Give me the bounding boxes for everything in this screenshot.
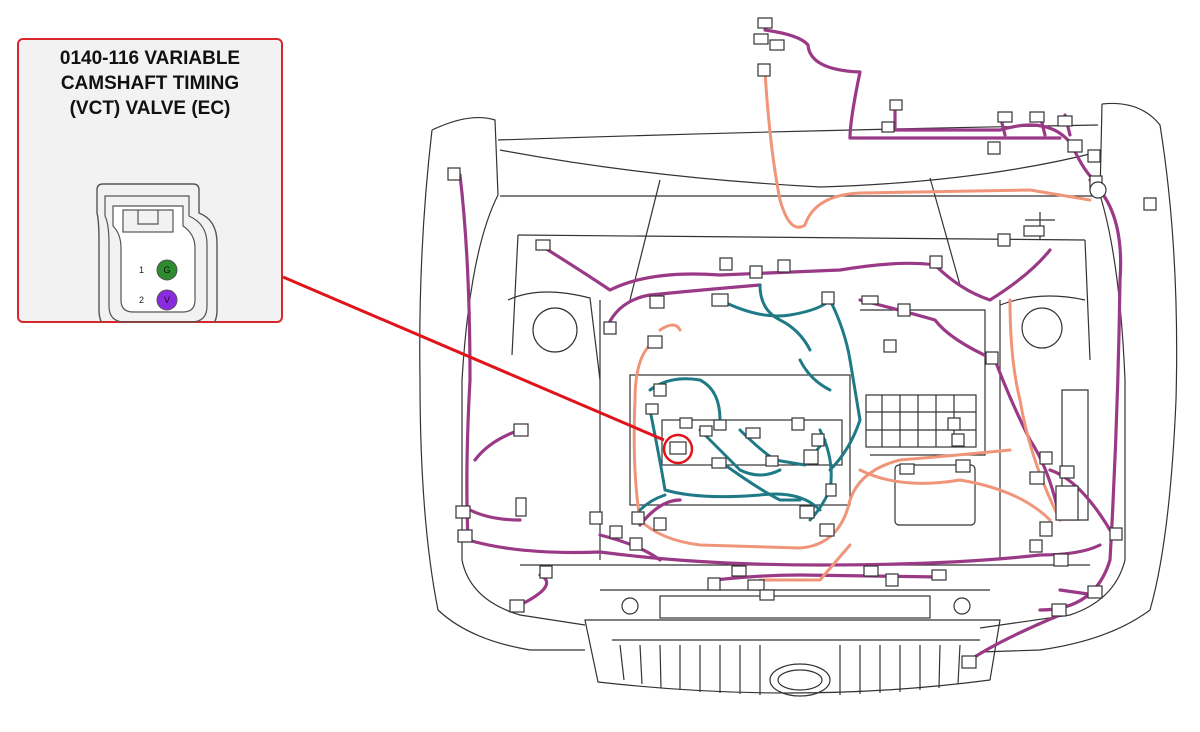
grille-emblem (769, 663, 831, 697)
pin-1-terminal (156, 259, 178, 281)
pin-2-wire-color: V (164, 295, 170, 305)
connector-callout: 0140-116 VARIABLE CAMSHAFT TIMING (VCT) … (17, 38, 283, 323)
harness-connectors (447, 17, 1157, 669)
pin-2-terminal (156, 289, 178, 311)
vct-valve-connector (669, 441, 687, 455)
pin-2-number: 2 (139, 295, 144, 305)
engine-harness (638, 283, 862, 522)
connector-face-view: 1 G 2 V (96, 183, 218, 323)
pin-1-number: 1 (139, 265, 144, 275)
pin-1-wire-color: G (163, 265, 170, 275)
callout-leader-line (282, 275, 665, 442)
vct-valve-highlight-circle (662, 433, 694, 465)
grille-slats (619, 644, 961, 695)
secondary-harness (632, 70, 1092, 582)
callout-title: 0140-116 VARIABLE CAMSHAFT TIMING (VCT) … (59, 48, 241, 119)
